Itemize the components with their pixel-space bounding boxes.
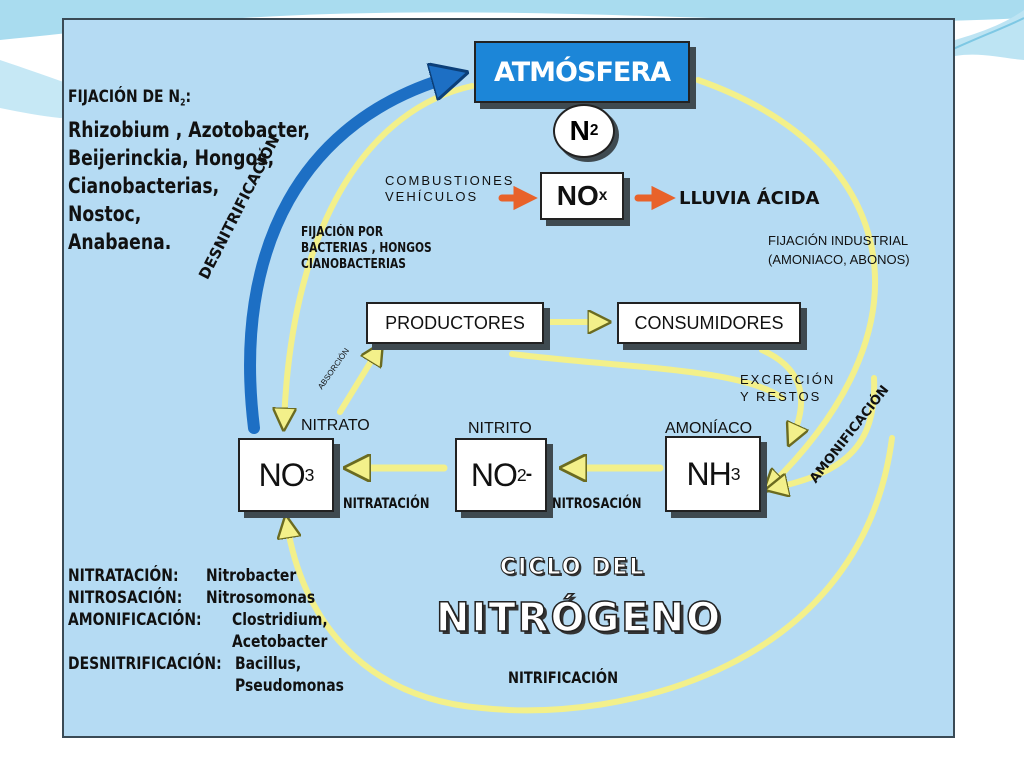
ammonia-formula: NH: [686, 455, 731, 492]
fixer-item: Anabaena.: [68, 230, 172, 254]
fixers-heading-colon: :: [185, 87, 192, 107]
organism-row: Pseudomonas: [68, 675, 368, 697]
excretion-line1: EXCRECIÓN: [740, 372, 836, 387]
organism-row: DESNITRIFICACIÓN: Bacillus,: [68, 653, 368, 675]
organism-row: Acetobacter: [68, 631, 368, 653]
organism-row: NITRATACIÓN: Nitrobacter: [68, 565, 368, 587]
fixer-item: Nostoc,: [68, 202, 142, 226]
n2-subscript: 2: [589, 122, 599, 139]
cycle-arrows: [244, 18, 895, 714]
excretion-label: EXCRECIÓN Y RESTOS: [740, 371, 835, 405]
cycle-title-line1: CICLO DEL: [499, 555, 646, 580]
fixer-item: Rhizobium , Azotobacter,: [68, 118, 311, 142]
organisms-table: NITRATACIÓN: Nitrobacter NITROSACIÓN: Ni…: [68, 565, 368, 697]
nox-formula: NO: [556, 180, 599, 211]
nitrite-subscript: 2: [516, 464, 527, 485]
deco-wave-right: [955, 10, 1024, 60]
arrow-producers-excretion: [509, 351, 785, 401]
atmosphere-box: ATMÓSFERA: [474, 41, 690, 103]
ammonia-caption: AMONÍACO: [665, 420, 753, 437]
atmosphere-label: ATMÓSFERA: [493, 56, 671, 88]
arrow-absorption: [337, 350, 378, 415]
industrial-fixation-label: FIJACIÓN INDUSTRIAL (AMONIACO, ABONOS): [768, 231, 910, 269]
nitrate-subscript: 3: [304, 464, 315, 485]
producers-box: PRODUCTORES: [366, 302, 544, 344]
organism-process: [68, 675, 207, 697]
combustion-line2: VEHÍCULOS: [385, 189, 479, 204]
ammonia-subscript: 3: [730, 463, 741, 484]
fixers-heading: FIJACIÓN DE N2:: [68, 89, 191, 108]
bio-fixation-label: FIJACIÓN POR BACTERIAS , HONGOS CIANOBAC…: [301, 225, 432, 273]
arrow-denitrification: [244, 76, 454, 434]
deco-wave-top: [0, 0, 1024, 40]
arrow-ammonification: [774, 375, 878, 488]
bio-fixation-line2: BACTERIAS , HONGOS: [301, 241, 432, 256]
organism-name: Acetobacter: [232, 632, 328, 652]
organism-name: Nitrobacter: [206, 566, 297, 586]
bio-fixation-line3: CIANOBACTERIAS: [301, 257, 406, 272]
fixers-heading-sub: 2: [180, 97, 186, 109]
nitrate-caption: NITRATO: [301, 417, 370, 434]
fixer-item: Beijerinckia, Hongos,: [68, 146, 275, 170]
excretion-line2: Y RESTOS: [740, 389, 822, 404]
organism-row: AMONIFICACIÓN: Clostridium,: [68, 609, 368, 631]
combustion-line1: COMBUSTIONES: [385, 173, 515, 188]
industrial-fixation-line1: FIJACIÓN INDUSTRIAL: [768, 233, 909, 248]
organism-name: Clostridium,: [232, 610, 328, 630]
fixers-list: Rhizobium , Azotobacter, Beijerinckia, H…: [68, 116, 310, 256]
fixer-item: Cianobacterias,: [68, 174, 220, 198]
consumers-box: CONSUMIDORES: [617, 302, 801, 344]
producers-label: PRODUCTORES: [385, 312, 525, 333]
arrow-nitrification: [287, 435, 895, 714]
organism-name: Nitrosomonas: [206, 588, 316, 608]
organism-process: [68, 631, 207, 653]
arrow-industrial-fixation: [695, 77, 878, 486]
nox-subscript: x: [598, 187, 608, 204]
nitrite-formula: NO: [470, 456, 518, 493]
combustion-label: COMBUSTIONES VEHÍCULOS: [385, 173, 514, 205]
n2-formula: N: [569, 115, 590, 146]
nitrite-caption: NITRITO: [468, 420, 532, 437]
nitrosation-label: NITROSACIÓN: [552, 496, 642, 512]
nitrite-charge: -: [525, 464, 532, 485]
cycle-title-line2: NITRÓGENO: [435, 595, 723, 641]
arrow-consumers-excretion: [759, 347, 801, 438]
fixers-heading-text: FIJACIÓN DE N: [68, 87, 181, 107]
consumers-label: CONSUMIDORES: [634, 312, 784, 333]
organism-process: AMONIFICACIÓN:: [68, 610, 202, 630]
acid-rain-label: LLUVIA ÁCIDA: [679, 188, 820, 209]
organism-process: NITROSACIÓN:: [68, 588, 183, 608]
organism-name: Pseudomonas: [235, 676, 344, 696]
nitratation-label: NITRATACIÓN: [343, 496, 430, 512]
organism-name: Bacillus,: [235, 654, 302, 674]
nitrate-formula: NO: [258, 456, 306, 493]
bio-fixation-line1: FIJACIÓN POR: [301, 225, 384, 240]
nitrification-label: NITRIFICACIÓN: [508, 668, 619, 687]
industrial-fixation-line2: (AMONIACO, ABONOS): [768, 252, 910, 267]
organism-row: NITROSACIÓN: Nitrosomonas: [68, 587, 368, 609]
organism-process: DESNITRIFICACIÓN:: [68, 654, 222, 674]
organism-process: NITRATACIÓN:: [68, 566, 179, 586]
